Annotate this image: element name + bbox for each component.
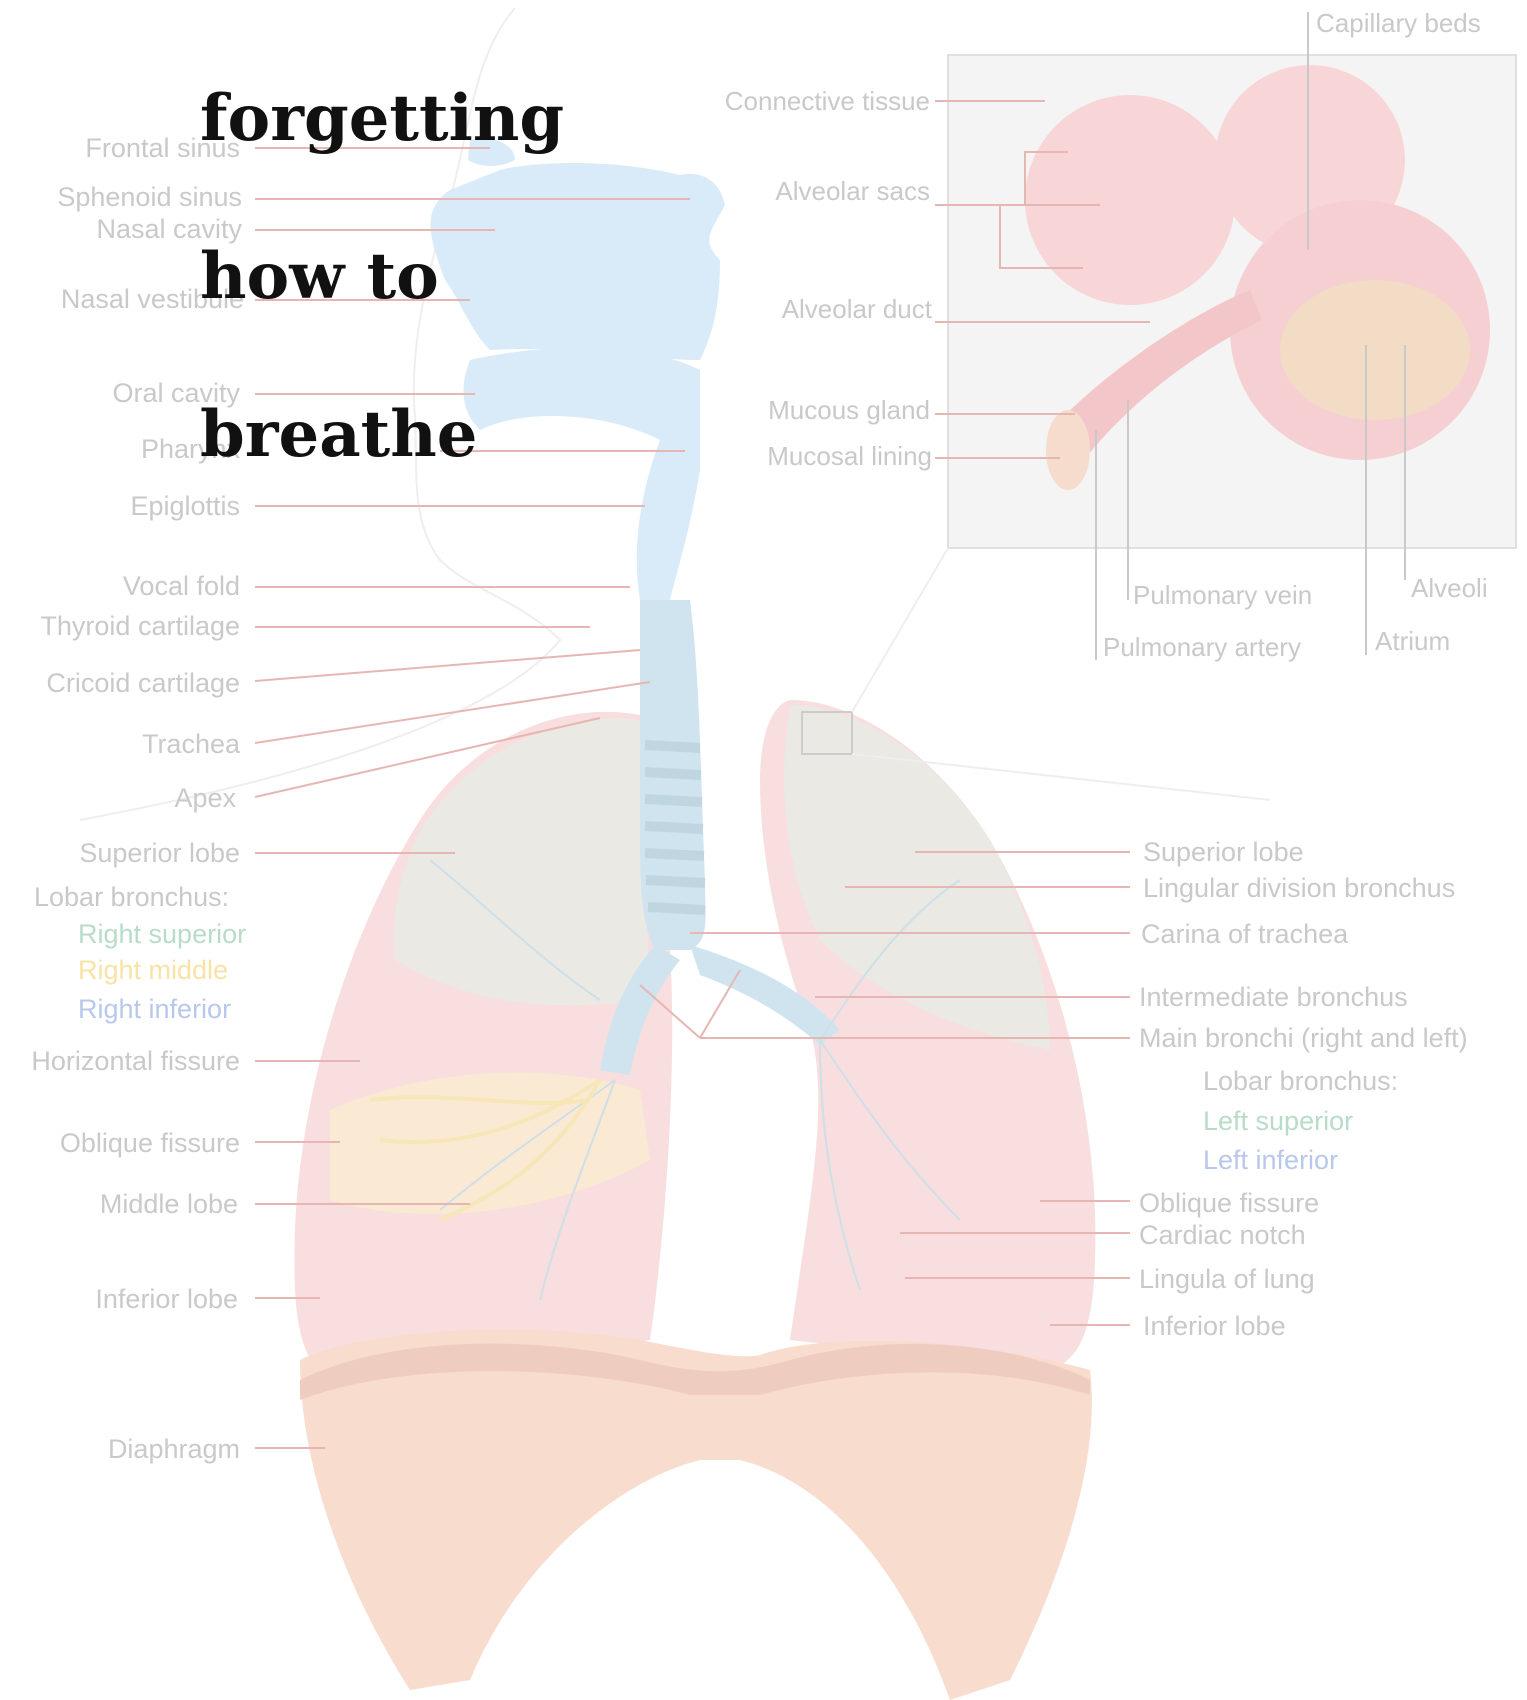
left-lung-labels: Superior lobe Lingular division bronchus… bbox=[1139, 837, 1468, 1341]
label-lingula: Lingula of lung bbox=[1139, 1264, 1315, 1294]
label-lobar-bronchus-right: Lobar bronchus: bbox=[34, 882, 229, 912]
label-alveolar-sacs: Alveolar sacs bbox=[775, 176, 930, 206]
label-oblique-fissure-left: Oblique fissure bbox=[1139, 1188, 1319, 1218]
label-carina: Carina of trachea bbox=[1141, 919, 1349, 949]
label-horizontal-fissure: Horizontal fissure bbox=[31, 1046, 240, 1076]
label-left-superior: Left superior bbox=[1203, 1106, 1353, 1136]
label-vocal-fold: Vocal fold bbox=[123, 571, 240, 601]
title-word-3: breathe bbox=[200, 397, 477, 472]
label-right-inferior: Right inferior bbox=[78, 994, 231, 1024]
label-pulmonary-vein: Pulmonary vein bbox=[1133, 580, 1312, 610]
oral-airway bbox=[463, 348, 700, 600]
label-intermediate-bronchus: Intermediate bronchus bbox=[1139, 982, 1408, 1012]
label-right-superior: Right superior bbox=[78, 919, 246, 949]
trachea-rings bbox=[645, 745, 705, 910]
label-mucous-gland: Mucous gland bbox=[768, 395, 930, 425]
title-word-1: forgetting bbox=[200, 81, 564, 156]
nasal-airway bbox=[431, 163, 725, 360]
label-epiglottis: Epiglottis bbox=[130, 491, 240, 521]
label-alveolar-duct: Alveolar duct bbox=[782, 294, 933, 324]
label-superior-lobe-left: Superior lobe bbox=[1143, 837, 1304, 867]
label-lingular-division-bronchus: Lingular division bronchus bbox=[1143, 873, 1455, 903]
label-atrium: Atrium bbox=[1375, 626, 1450, 656]
label-trachea: Trachea bbox=[142, 729, 241, 759]
label-middle-lobe: Middle lobe bbox=[100, 1189, 238, 1219]
label-mucosal-lining: Mucosal lining bbox=[767, 441, 932, 471]
label-right-middle: Right middle bbox=[78, 955, 228, 985]
label-pulmonary-artery: Pulmonary artery bbox=[1103, 632, 1301, 662]
label-sphenoid-sinus: Sphenoid sinus bbox=[57, 182, 242, 212]
title-word-2: how to bbox=[200, 239, 439, 314]
label-diaphragm: Diaphragm bbox=[108, 1434, 240, 1464]
label-capillary-beds: Capillary beds bbox=[1316, 8, 1481, 38]
right-lung-labels: Superior lobe Lobar bronchus: Right supe… bbox=[31, 838, 246, 1464]
label-left-inferior: Left inferior bbox=[1203, 1145, 1338, 1175]
magnify-line-1 bbox=[852, 548, 948, 712]
label-main-bronchi: Main bronchi (right and left) bbox=[1139, 1023, 1468, 1053]
label-inferior-lobe-left: Inferior lobe bbox=[1143, 1311, 1286, 1341]
label-cardiac-notch: Cardiac notch bbox=[1139, 1220, 1306, 1250]
label-connective-tissue: Connective tissue bbox=[725, 86, 930, 116]
label-superior-lobe-right: Superior lobe bbox=[79, 838, 240, 868]
label-cricoid-cartilage: Cricoid cartilage bbox=[46, 668, 240, 698]
head-labels: Frontal sinus Sphenoid sinus Nasal cavit… bbox=[40, 133, 244, 813]
label-lobar-bronchus-left: Lobar bronchus: bbox=[1203, 1066, 1398, 1096]
label-thyroid-cartilage: Thyroid cartilage bbox=[40, 611, 240, 641]
label-inferior-lobe-right: Inferior lobe bbox=[95, 1284, 238, 1314]
label-alveoli: Alveoli bbox=[1411, 573, 1488, 603]
label-apex: Apex bbox=[174, 783, 236, 813]
label-oblique-fissure-right: Oblique fissure bbox=[60, 1128, 240, 1158]
bronchiole-opening bbox=[1046, 410, 1090, 490]
